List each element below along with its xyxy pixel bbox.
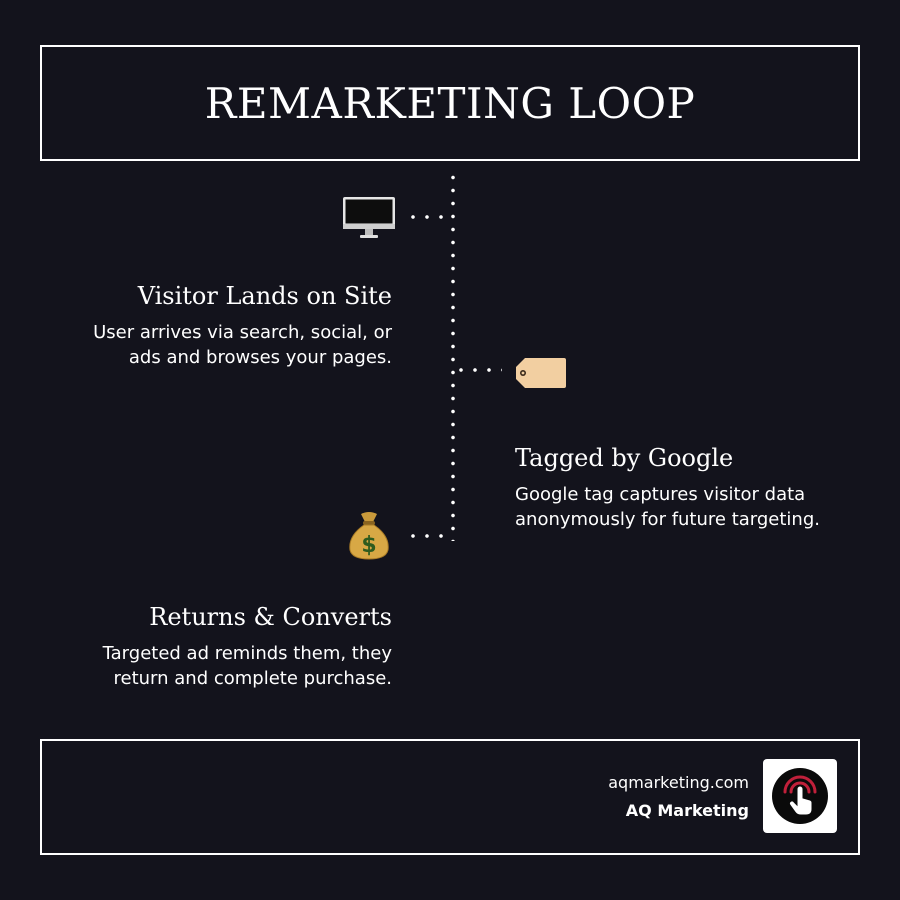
step-description-line: anonymously for future targeting.: [515, 509, 820, 530]
brand-name: AQ Marketing: [625, 801, 749, 820]
step-description-line: User arrives via search, social, or: [93, 322, 392, 343]
connector-step-1: [406, 215, 452, 219]
brand-logo: [763, 759, 837, 833]
step-returns-converts: Returns & Converts Targeted ad reminds t…: [103, 603, 392, 691]
step-heading: Returns & Converts: [149, 603, 392, 631]
page-title: REMARKETING LOOP: [204, 78, 696, 128]
title-box: REMARKETING LOOP: [40, 45, 860, 161]
website-link[interactable]: aqmarketing.com: [608, 773, 749, 792]
step-heading: Visitor Lands on Site: [137, 282, 392, 310]
timeline-dotted-line: [451, 171, 455, 541]
step-description-line: Google tag captures visitor data: [515, 484, 806, 505]
connector-step-3: [406, 534, 452, 538]
footer: aqmarketing.com AQ Marketing: [40, 739, 860, 855]
label-tag-icon: [515, 356, 567, 390]
svg-text:$: $: [361, 533, 376, 558]
connector-step-2: [454, 368, 502, 372]
step-description: Targeted ad reminds them, they return an…: [103, 641, 392, 691]
step-visitor-lands: Visitor Lands on Site User arrives via s…: [93, 282, 392, 370]
desktop-computer-icon: [342, 196, 396, 242]
step-description-line: ads and browses your pages.: [128, 347, 392, 368]
step-description: Google tag captures visitor data anonymo…: [515, 482, 820, 532]
step-heading: Tagged by Google: [515, 444, 734, 472]
step-description: User arrives via search, social, or ads …: [93, 320, 392, 370]
footer-text: aqmarketing.com AQ Marketing: [608, 773, 749, 820]
money-bag-icon: $: [346, 510, 392, 560]
step-tagged-by-google: Tagged by Google Google tag captures vis…: [515, 444, 820, 532]
step-description-line: return and complete purchase.: [113, 668, 393, 689]
step-description-line: Targeted ad reminds them, they: [102, 643, 392, 664]
pointing-hand-click-icon: [772, 768, 828, 824]
